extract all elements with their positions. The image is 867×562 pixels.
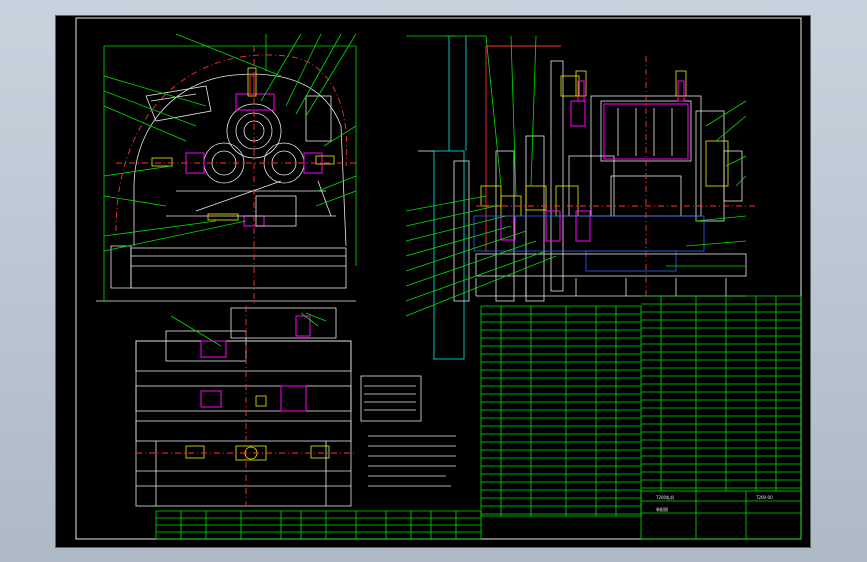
side-view xyxy=(405,35,756,360)
cad-viewport[interactable]: T200轧机 装配图 T200-00 xyxy=(55,15,811,548)
bottom-section-view xyxy=(135,306,356,507)
drawing-number: T200-00 xyxy=(755,495,773,500)
section-outline xyxy=(135,340,352,507)
technical-notes xyxy=(360,375,456,487)
title-sheet: 装配图 xyxy=(656,506,668,512)
front-view xyxy=(96,33,357,306)
upright-shaft xyxy=(550,60,564,292)
title-name: T200轧机 xyxy=(655,494,674,500)
title-block: T200轧机 装配图 T200-00 xyxy=(640,490,802,540)
revision-table xyxy=(155,510,482,540)
housing-outline xyxy=(133,73,347,247)
bed-plate xyxy=(473,215,705,252)
front-view-base xyxy=(130,247,347,289)
flywheel xyxy=(433,150,465,360)
parts-list xyxy=(480,295,802,517)
assembly-drawing: T200轧机 装配图 T200-00 xyxy=(75,17,802,540)
swing-arc xyxy=(115,54,348,232)
